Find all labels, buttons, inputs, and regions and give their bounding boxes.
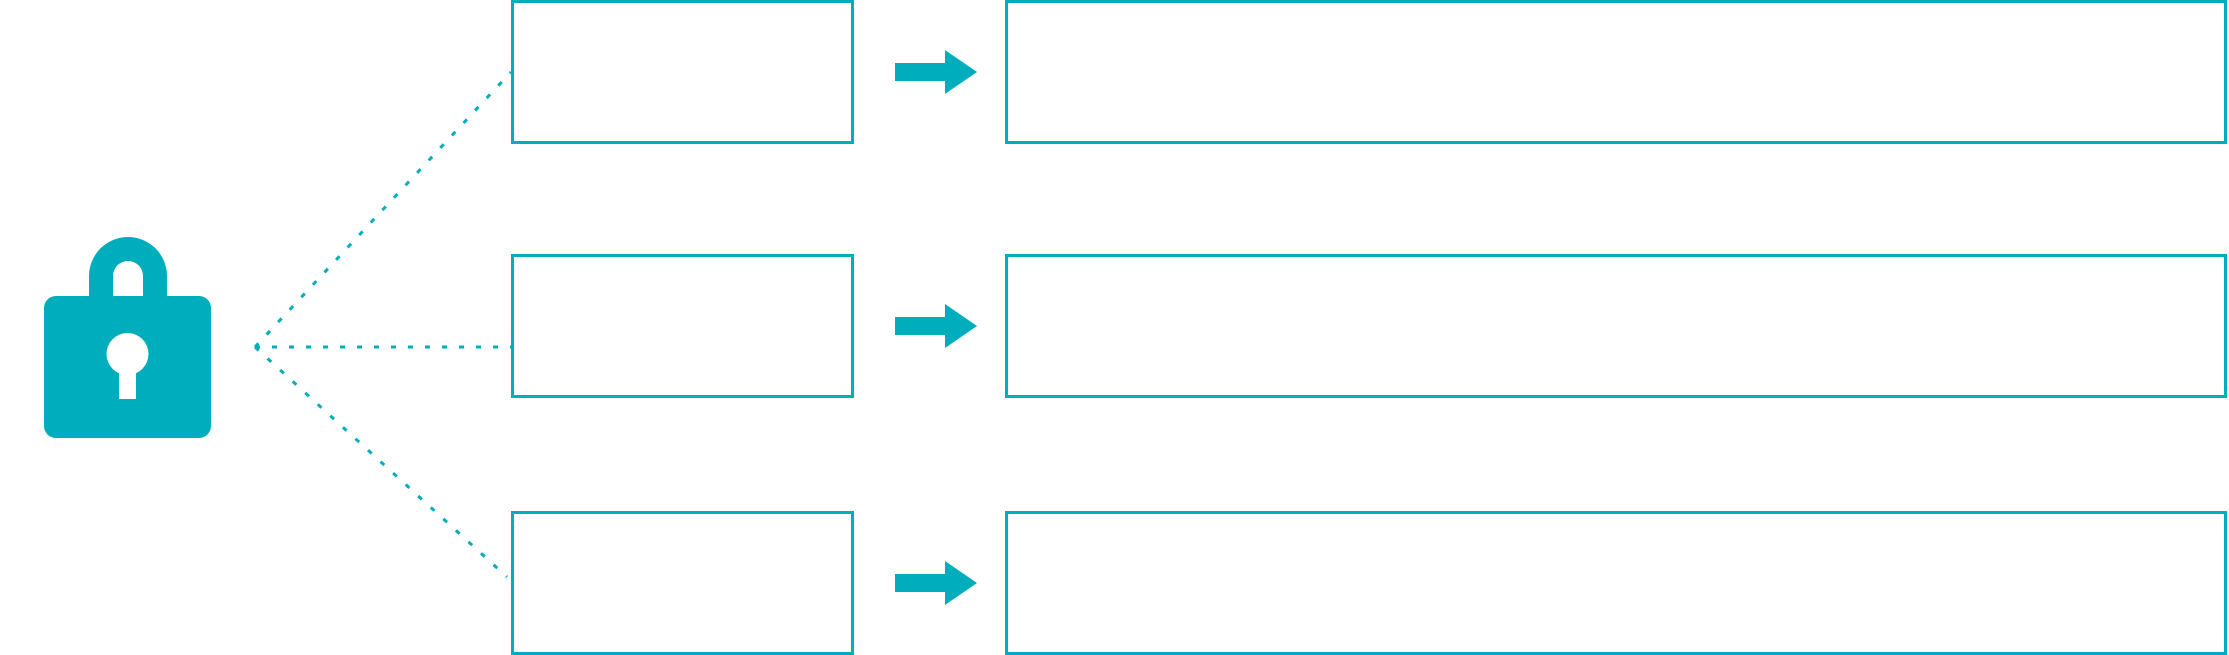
diagram-row <box>0 511 2229 655</box>
arrow-right-icon <box>895 304 977 348</box>
cause-box-row-3[interactable] <box>511 511 854 655</box>
effect-box-row-1[interactable] <box>1005 0 2227 144</box>
diagram-row <box>0 254 2229 398</box>
cause-box-row-1[interactable] <box>511 0 854 144</box>
effect-box-row-3[interactable] <box>1005 511 2227 655</box>
cause-box-row-2[interactable] <box>511 254 854 398</box>
diagram-row <box>0 0 2229 144</box>
arrow-right-icon <box>895 561 977 605</box>
arrow-right-icon <box>895 50 977 94</box>
lock-icon <box>44 237 211 438</box>
effect-box-row-2[interactable] <box>1005 254 2227 398</box>
